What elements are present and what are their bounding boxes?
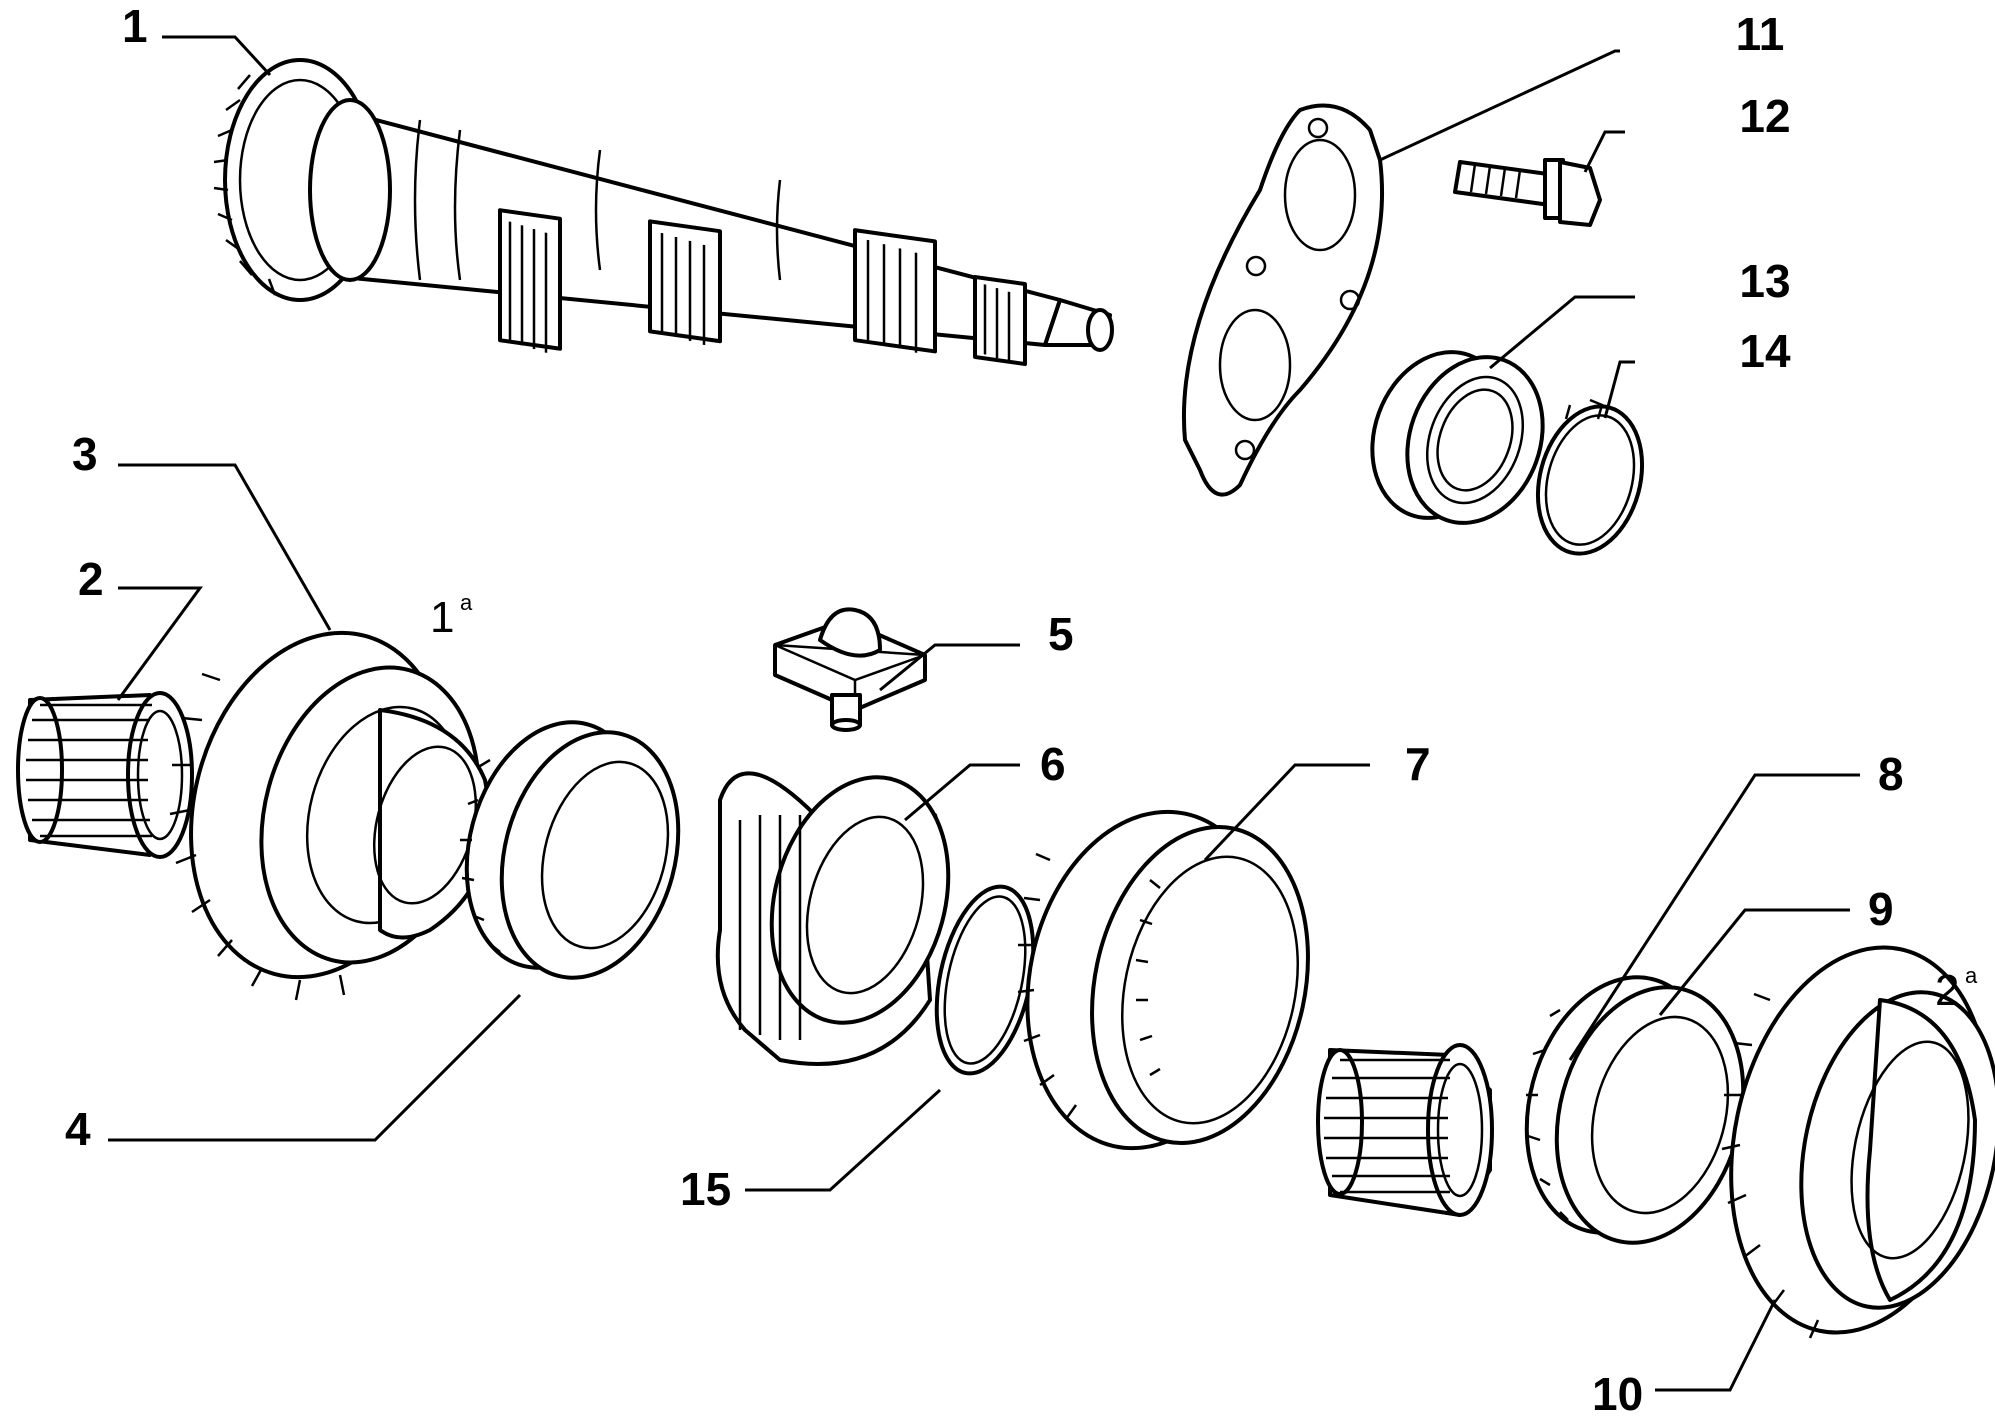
callout-numbers: 1 2 3 4 5 6 7 8 9 10 11 12 13 14 15 <box>65 0 1904 1420</box>
part-11-flange-plate <box>1181 103 1385 497</box>
callout-9: 9 <box>1868 883 1894 935</box>
part-2-needle-bearing <box>16 691 194 859</box>
first-gear-mark-number: 1 <box>430 593 454 642</box>
leader-lines <box>108 35 1860 1392</box>
gear-marks: 1 a 2 a <box>430 590 1978 1015</box>
second-gear-mark-number: 2 <box>1935 966 1959 1015</box>
part-6-synchro-hub <box>715 771 951 1066</box>
callout-7: 7 <box>1405 738 1431 790</box>
part-7-sliding-sleeve <box>1017 809 1310 1151</box>
callout-12: 12 <box>1739 90 1790 142</box>
callout-8: 8 <box>1878 748 1904 800</box>
part-9-synchro-ring <box>1524 975 1746 1245</box>
callout-6: 6 <box>1040 738 1066 790</box>
callout-13: 13 <box>1739 255 1790 307</box>
callout-10: 10 <box>1592 1368 1643 1420</box>
callout-4: 4 <box>65 1103 91 1155</box>
part-5-detent-block <box>773 607 927 732</box>
shaft-splines <box>498 208 1027 367</box>
second-gear-mark-sup: a <box>1965 963 1978 988</box>
part-8-needle-bearing <box>1316 1043 1494 1217</box>
part-1-main-shaft <box>213 58 1114 367</box>
callout-5: 5 <box>1048 608 1074 660</box>
part-12-bolt <box>1453 158 1602 227</box>
callout-2: 2 <box>78 553 104 605</box>
shaft-gear <box>213 58 392 302</box>
part-3-first-gear <box>169 630 492 1001</box>
part-10-second-gear <box>1721 945 1995 1339</box>
callout-11: 11 <box>1736 8 1785 60</box>
part-14-circlip <box>1535 398 1645 556</box>
callout-3: 3 <box>72 428 98 480</box>
callout-15: 15 <box>680 1163 731 1215</box>
callout-14: 14 <box>1739 325 1791 377</box>
callout-1: 1 <box>122 0 148 52</box>
first-gear-mark-sup: a <box>460 590 473 615</box>
part-13-bearing <box>1370 350 1545 525</box>
part-4-synchro-ring <box>460 720 681 980</box>
